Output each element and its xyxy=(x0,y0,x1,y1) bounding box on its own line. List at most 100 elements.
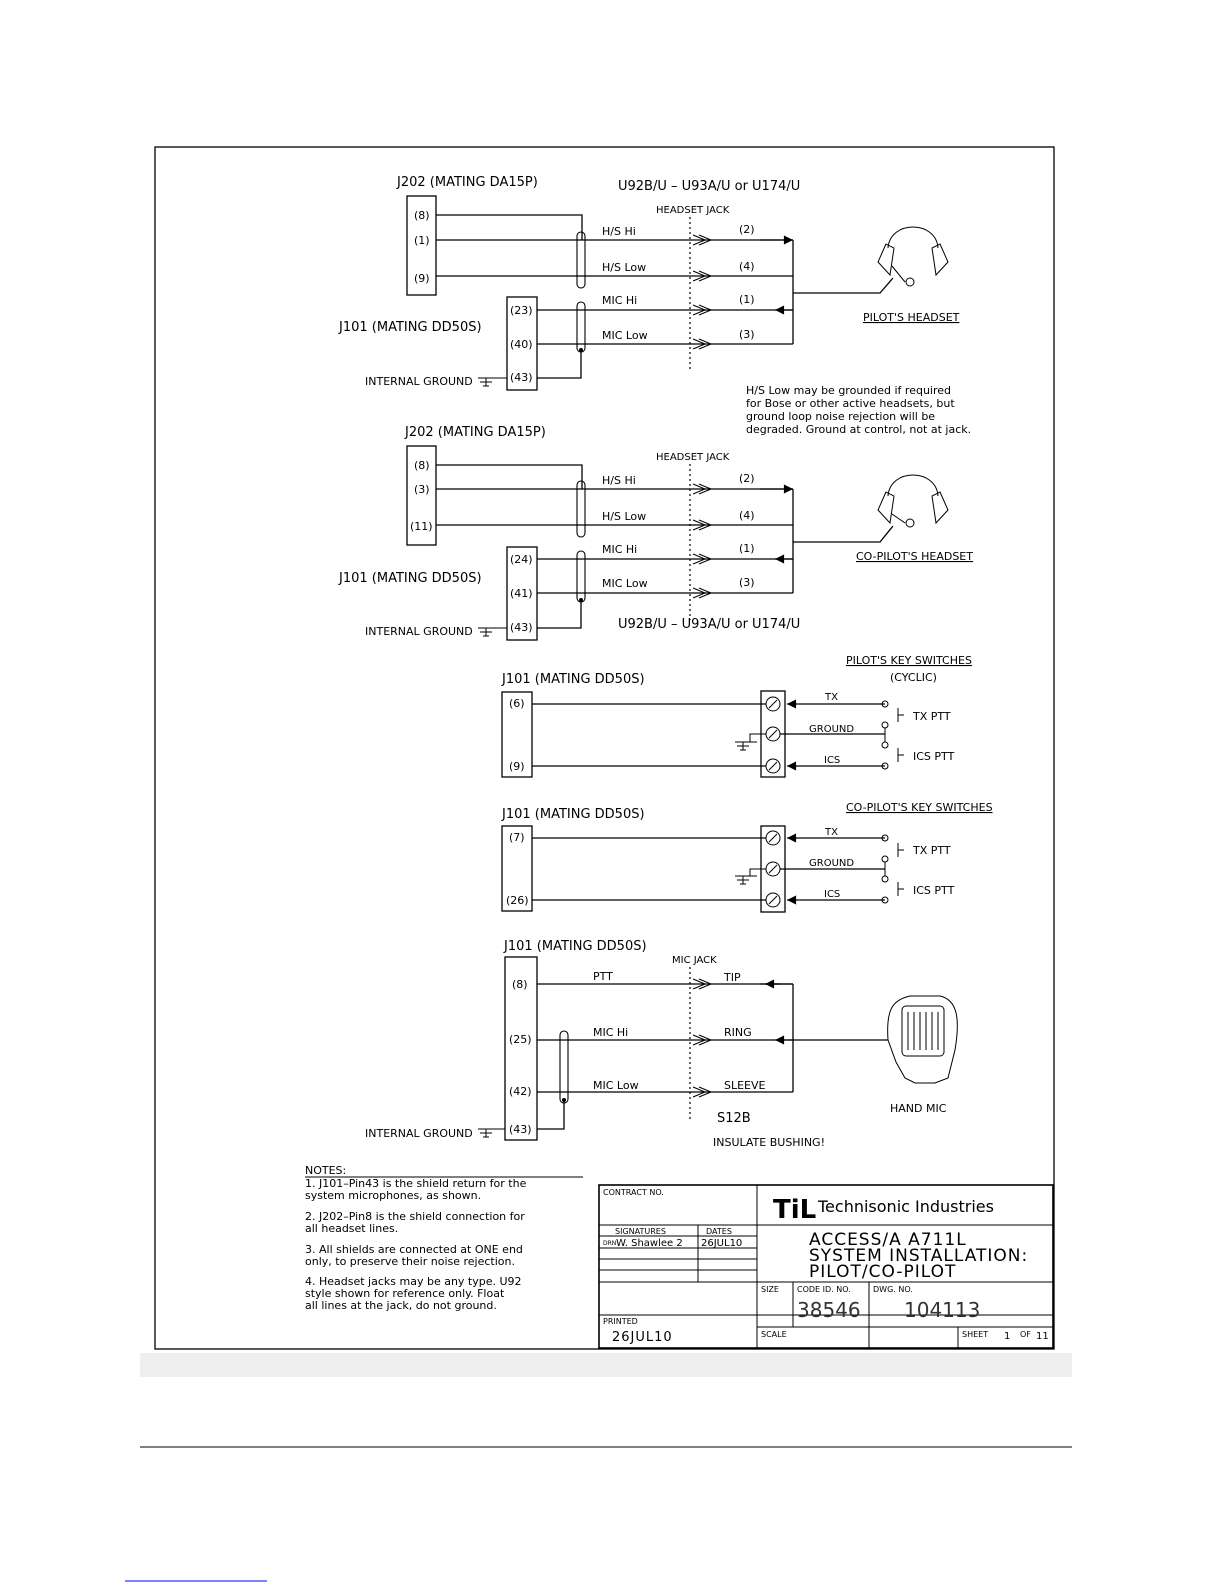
wire-label: GROUND xyxy=(809,858,854,869)
j101-label: J101 (MATING DD50S) xyxy=(501,672,645,687)
wire-label: TX xyxy=(824,692,838,703)
ground-label: INTERNAL GROUND xyxy=(365,375,473,388)
j101-connector xyxy=(501,825,533,912)
mic-jack-label: MIC JACK xyxy=(672,955,717,966)
jack-pin: (4) xyxy=(739,509,755,522)
j101-pin: (9) xyxy=(509,760,525,773)
sheet-label: SHEET xyxy=(962,1330,988,1339)
wire-label: MIC Low xyxy=(593,1079,639,1092)
j101-label: J101 (MATING DD50S) xyxy=(338,571,482,586)
page-footer-band xyxy=(140,1353,1072,1377)
dates-label: DATES xyxy=(706,1227,732,1236)
switch-label: ICS PTT xyxy=(913,750,955,763)
of-value: 11 xyxy=(1036,1331,1049,1342)
scale-label: SCALE xyxy=(761,1330,787,1339)
code-value: 38546 xyxy=(797,1298,861,1322)
notes-block: NOTES: 1. J101–Pin43 is the shield retur… xyxy=(305,1164,583,1312)
title-block: CONTRACT NO. SIGNATURES DATES DRN W. Sha… xyxy=(598,1184,1054,1349)
wire-label: H/S Hi xyxy=(602,225,636,238)
j202-label: J202 (MATING DA15P) xyxy=(404,425,546,440)
device-label: HAND MIC xyxy=(890,1102,947,1115)
j101-pin: (40) xyxy=(510,338,533,351)
note-line: system microphones, as shown. xyxy=(305,1189,481,1202)
code-label: CODE ID. NO. xyxy=(797,1285,851,1294)
section-copilot-key-switches: CO-PILOT'S KEY SWITCHES J101 (MATING DD5… xyxy=(501,801,993,913)
j202-pin: (9) xyxy=(414,272,430,285)
wire-label: ICS xyxy=(824,889,840,900)
notes-heading: NOTES: xyxy=(305,1164,346,1177)
j101-pin: (6) xyxy=(509,697,525,710)
j202-pin: (3) xyxy=(414,483,430,496)
wire-label: ICS xyxy=(824,755,840,766)
jack-pin: (1) xyxy=(739,542,755,555)
ground-label: INTERNAL GROUND xyxy=(365,625,473,638)
ground-label: INTERNAL GROUND xyxy=(365,1127,473,1140)
j202-pin: (11) xyxy=(410,520,433,533)
section-pilot-headset: J202 (MATING DA15P) U92B/U – U93A/U or U… xyxy=(338,175,971,436)
wire-label: MIC Hi xyxy=(602,543,637,556)
section-hand-mic: J101 (MATING DD50S) MIC JACK (8) (25) (4… xyxy=(365,939,958,1149)
device-label: PILOT'S HEADSET xyxy=(863,311,960,324)
note-line: all headset lines. xyxy=(305,1222,398,1235)
company-name: Technisonic Industries xyxy=(817,1197,994,1216)
j101-pin: (41) xyxy=(510,587,533,600)
device-label: CO-PILOT'S HEADSET xyxy=(856,550,973,563)
section-copilot-headset: J202 (MATING DA15P) HEADSET JACK (8) (3)… xyxy=(338,425,973,641)
section-pilot-key-switches: PILOT'S KEY SWITCHES (CYCLIC) J101 (MATI… xyxy=(501,654,972,778)
title-line: ACCESS/A A711L xyxy=(809,1230,967,1250)
printed-date: 26JUL10 xyxy=(612,1330,673,1345)
headset-icon xyxy=(877,226,949,287)
company-logo: TiL xyxy=(773,1195,816,1225)
title-line: PILOT/CO-PILOT xyxy=(809,1262,956,1282)
jack-type-label: S12B xyxy=(717,1111,751,1126)
j101-pin: (8) xyxy=(512,978,528,991)
of-label: OF xyxy=(1020,1330,1031,1339)
section-title: PILOT'S KEY SWITCHES xyxy=(846,654,972,667)
jack-pin: (3) xyxy=(739,576,755,589)
j101-pin: (42) xyxy=(509,1085,532,1098)
wire-label: MIC Low xyxy=(602,577,648,590)
printed-label: PRINTED xyxy=(603,1317,638,1326)
drawn-by: W. Shawlee 2 xyxy=(616,1238,683,1249)
wire-label: H/S Hi xyxy=(602,474,636,487)
signatures-label: SIGNATURES xyxy=(615,1227,666,1236)
headset-jack-label: HEADSET JACK xyxy=(656,452,730,463)
hand-mic-icon xyxy=(887,995,958,1084)
j101-connector xyxy=(501,691,533,778)
note-line: all lines at the jack, do not ground. xyxy=(305,1299,497,1312)
j202-label: J202 (MATING DA15P) xyxy=(396,175,538,190)
jack-pin: (3) xyxy=(739,328,755,341)
jack-pin: SLEEVE xyxy=(724,1079,766,1092)
j101-connector xyxy=(504,956,538,1141)
bushing-note: INSULATE BUSHING! xyxy=(713,1136,825,1149)
headset-jack-label: HEADSET JACK xyxy=(656,205,730,216)
switch-label: TX PTT xyxy=(912,844,951,857)
j202-connector xyxy=(406,445,437,546)
j101-pin: (43) xyxy=(510,621,533,634)
note-line: 1. J101–Pin43 is the shield return for t… xyxy=(305,1177,527,1190)
note-line: only, to preserve their noise rejection. xyxy=(305,1255,515,1268)
note-line: 2. J202–Pin8 is the shield connection fo… xyxy=(305,1210,525,1223)
dwg-label: DWG. NO. xyxy=(873,1285,913,1294)
wire-label: MIC Hi xyxy=(602,294,637,307)
jack-pin: (4) xyxy=(739,260,755,273)
jack-pin: TIP xyxy=(723,971,741,984)
wire-label: PTT xyxy=(593,970,613,983)
section-subtitle: (CYCLIC) xyxy=(890,671,937,684)
wire-label: GROUND xyxy=(809,724,854,735)
j101-label: J101 (MATING DD50S) xyxy=(338,320,482,335)
wire-label: MIC Low xyxy=(602,329,648,342)
note-line: H/S Low may be grounded if required xyxy=(746,384,951,397)
drawn-date: 26JUL10 xyxy=(701,1238,742,1249)
jack-pin: (2) xyxy=(739,223,755,236)
drawing-border xyxy=(154,146,1055,1350)
wire-label: MIC Hi xyxy=(593,1026,628,1039)
note-line: degraded. Ground at control, not at jack… xyxy=(746,423,971,436)
j101-label: J101 (MATING DD50S) xyxy=(503,939,647,954)
j101-pin: (24) xyxy=(510,553,533,566)
j101-pin: (23) xyxy=(510,304,533,317)
j101-pin: (25) xyxy=(509,1033,532,1046)
dwg-value: 104113 xyxy=(904,1298,980,1322)
wire-label: H/S Low xyxy=(602,510,646,523)
